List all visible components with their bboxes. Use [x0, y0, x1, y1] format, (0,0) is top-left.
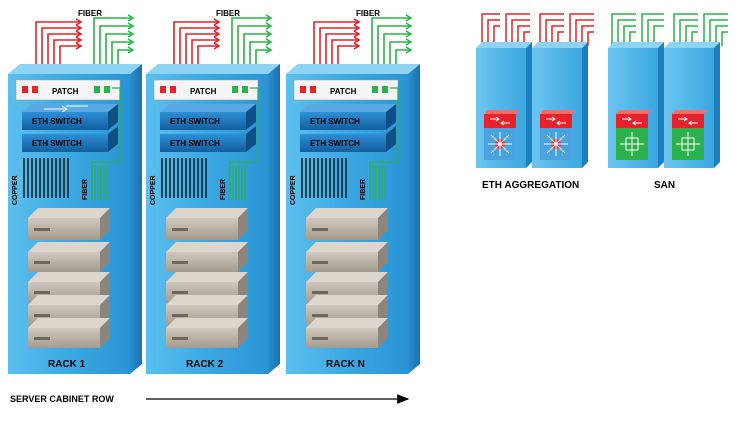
switch-label: ETH SWITCH [170, 117, 220, 126]
patch-label: PATCH [52, 87, 79, 96]
rack-2: FIBER PATCH ETH SWITCH ETH SWITCH [146, 9, 280, 374]
fiber-top-label: FIBER [216, 9, 240, 18]
rack-name: RACK N [326, 359, 365, 370]
server [306, 318, 388, 348]
multilayer-switch-icon [540, 110, 576, 160]
san-group: SAN [608, 13, 728, 191]
row-label: SERVER CABINET ROW [10, 394, 114, 404]
server-stack [166, 208, 248, 348]
cabinet-side [130, 64, 142, 374]
copper-cables [301, 158, 347, 198]
eth-switch-1: ETH SWITCH [300, 104, 396, 130]
eth-switch-1: ETH SWITCH [160, 104, 256, 130]
multilayer-switch-icon [484, 110, 520, 160]
rack-1: FIBER PATCH ETH SWITCH ETH SWITCH [8, 9, 142, 374]
fiber-top-label: FIBER [356, 9, 380, 18]
server [306, 208, 388, 240]
fabric-switch-icon [672, 110, 708, 160]
eth-aggregation-label: ETH AGGREGATION [482, 180, 579, 191]
eth-switch-2: ETH SWITCH [300, 126, 396, 152]
side-fiber-cables [229, 87, 259, 200]
server-stack [306, 208, 388, 348]
switch-label: ETH SWITCH [32, 117, 82, 126]
copper-label: COPPER [290, 175, 297, 205]
green-fiber-cables [231, 14, 273, 72]
server [28, 208, 110, 240]
cabinet-side [408, 64, 420, 374]
red-fiber-cables [173, 18, 221, 72]
copper-label: COPPER [150, 175, 157, 205]
red-fiber-cables [313, 18, 361, 72]
red-fiber-cables [35, 18, 83, 72]
eth-switch-1: ETH SWITCH [22, 104, 118, 130]
san-green-fibers [611, 13, 728, 46]
fiber-top-label: FIBER [78, 9, 102, 18]
server [166, 208, 248, 240]
eth-switch-2: ETH SWITCH [160, 126, 256, 152]
green-fiber-cables [371, 14, 413, 72]
rack-n: FIBER PATCH ETH SWITCH ETH SWITCH [286, 9, 420, 374]
eth-aggregation-group: ETH AGGREGATION [476, 13, 594, 191]
cabinet-top [8, 64, 142, 74]
switch-label: ETH SWITCH [170, 139, 220, 148]
green-fiber-cables [93, 14, 135, 72]
server [166, 318, 248, 348]
cabinet-top [146, 64, 280, 74]
copper-cables [23, 158, 69, 198]
server [306, 242, 388, 272]
server [28, 242, 110, 272]
cabinet-top [286, 64, 420, 74]
copper-label: COPPER [12, 175, 19, 205]
server [28, 318, 110, 348]
server-stack [28, 208, 110, 348]
side-fiber-cables [369, 87, 399, 200]
switch-label: ETH SWITCH [310, 139, 360, 148]
copper-cables [161, 158, 207, 198]
patch-label: PATCH [190, 87, 217, 96]
aggregation-red-fibers [481, 13, 594, 46]
server [166, 242, 248, 272]
eth-switch-2: ETH SWITCH [22, 126, 118, 152]
rack-name: RACK 1 [48, 359, 86, 370]
switch-label: ETH SWITCH [310, 117, 360, 126]
patch-label: PATCH [330, 87, 357, 96]
fabric-switch-icon [616, 110, 652, 160]
fiber-side-label: FIBER [82, 179, 89, 200]
fiber-side-label: FIBER [220, 179, 227, 200]
cabinet-side [268, 64, 280, 374]
switch-label: ETH SWITCH [32, 139, 82, 148]
rack-name: RACK 2 [186, 359, 224, 370]
side-fiber-cables [91, 87, 121, 200]
row-arrow: SERVER CABINET ROW [10, 394, 410, 404]
fiber-side-label: FIBER [360, 179, 367, 200]
san-label: SAN [654, 180, 675, 191]
